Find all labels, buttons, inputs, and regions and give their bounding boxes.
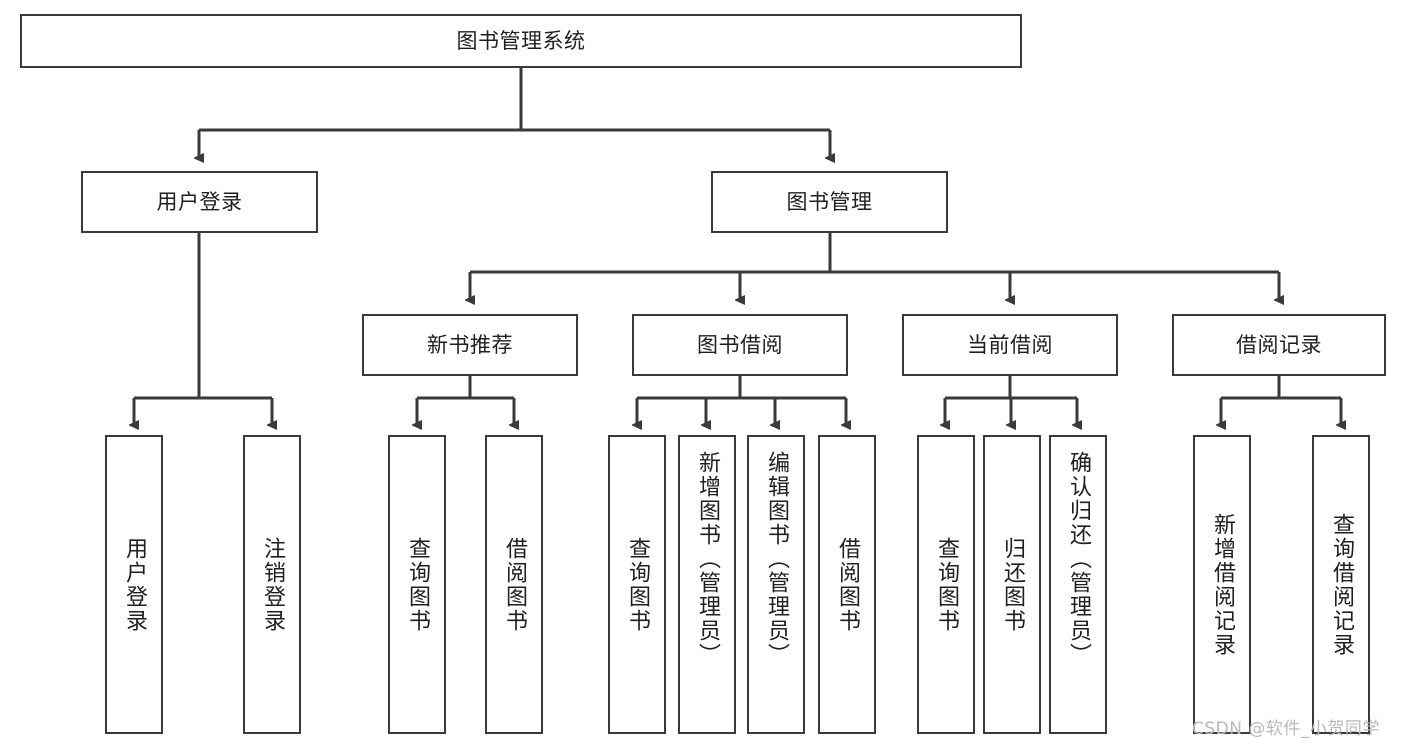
- node-book-management[interactable]: 图书管理: [711, 171, 948, 233]
- leaf-query-book-recommend[interactable]: 查询图书: [388, 435, 446, 734]
- node-label: 图书借阅: [697, 332, 783, 357]
- leaf-add-borrow-record[interactable]: 新增借阅记录: [1193, 435, 1251, 734]
- node-user-login[interactable]: 用户登录: [81, 171, 318, 233]
- node-current-borrow[interactable]: 当前借阅: [902, 314, 1118, 376]
- leaf-borrow-book[interactable]: 借阅图书: [818, 435, 876, 734]
- node-new-book-recommend[interactable]: 新书推荐: [362, 314, 578, 376]
- node-label: 新书推荐: [427, 332, 513, 357]
- node-label: 借阅图书: [834, 536, 860, 633]
- node-label: 查询图书: [404, 536, 430, 633]
- node-label: 归还图书: [999, 536, 1025, 633]
- node-label: 注销登录: [259, 536, 285, 633]
- leaf-edit-book-admin[interactable]: 编辑图书（管理员）: [747, 435, 805, 734]
- leaf-user-login[interactable]: 用户登录: [105, 435, 163, 734]
- node-label: 确认归还（管理员）: [1065, 451, 1091, 667]
- leaf-return-book[interactable]: 归还图书: [983, 435, 1041, 734]
- watermark-text: CSDN @软件_小贺同学: [1192, 719, 1380, 739]
- node-label: 查询图书: [933, 536, 959, 633]
- leaf-query-book-current[interactable]: 查询图书: [917, 435, 975, 734]
- leaf-query-book-borrow[interactable]: 查询图书: [608, 435, 666, 734]
- node-label: 图书管理: [786, 189, 873, 214]
- leaf-query-borrow-record[interactable]: 查询借阅记录: [1312, 435, 1370, 734]
- node-book-borrow[interactable]: 图书借阅: [632, 314, 848, 376]
- leaf-add-book-admin[interactable]: 新增图书（管理员）: [678, 435, 736, 734]
- node-label: 查询图书: [624, 536, 650, 633]
- node-label: 借阅图书: [501, 536, 527, 633]
- node-label: 编辑图书（管理员）: [763, 451, 789, 667]
- node-label: 当前借阅: [967, 332, 1053, 357]
- node-label: 新增借阅记录: [1209, 512, 1235, 657]
- leaf-confirm-return-admin[interactable]: 确认归还（管理员）: [1049, 435, 1107, 734]
- node-label: 新增图书（管理员）: [694, 451, 720, 667]
- node-root[interactable]: 图书管理系统: [20, 14, 1022, 68]
- node-label: 查询借阅记录: [1328, 512, 1354, 657]
- leaf-logout[interactable]: 注销登录: [243, 435, 301, 734]
- node-label: 借阅记录: [1236, 332, 1322, 357]
- node-label: 图书管理系统: [456, 28, 586, 53]
- node-label: 用户登录: [121, 536, 147, 633]
- node-borrow-record[interactable]: 借阅记录: [1172, 314, 1386, 376]
- node-label: 用户登录: [156, 189, 243, 214]
- leaf-borrow-book-recommend[interactable]: 借阅图书: [485, 435, 543, 734]
